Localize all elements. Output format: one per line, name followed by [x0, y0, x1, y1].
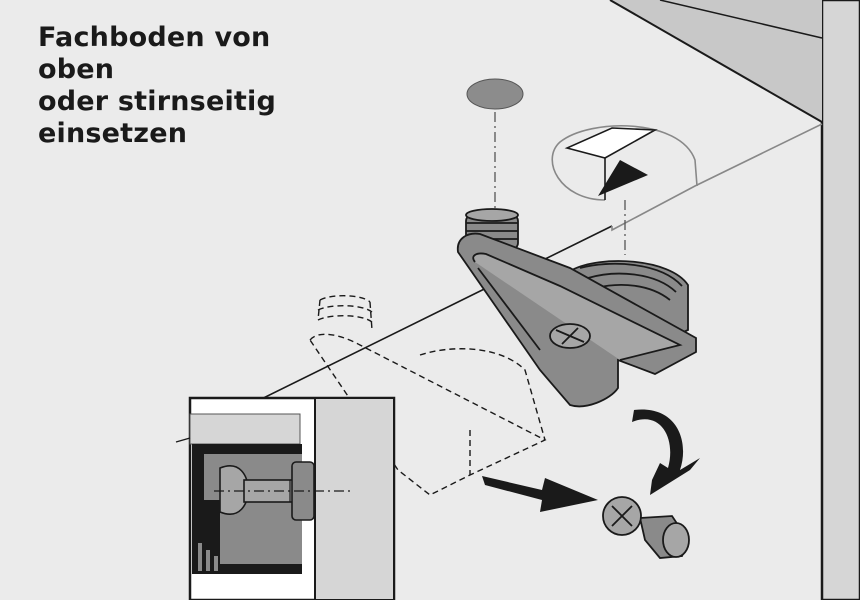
instruction-line-1: Fachboden von [38, 22, 271, 53]
instruction-line-2: oben [38, 54, 115, 85]
arrow-right-icon [482, 476, 598, 512]
cabinet-side-wall [609, 0, 860, 600]
shelf-board-outline [234, 123, 823, 413]
section-detail [175, 396, 396, 600]
connector-ghost-outline [309, 295, 547, 496]
shelf-recess [551, 124, 698, 201]
loose-screw [602, 496, 690, 559]
triangle-arrow-icon [598, 160, 648, 196]
drill-hole [466, 78, 626, 255]
instruction-title: Fachboden von oben oder stirnseitig eins… [38, 22, 276, 150]
shelf-connector [456, 208, 697, 408]
instruction-line-3: oder stirnseitig [38, 86, 276, 117]
instruction-line-4: einsetzen [38, 118, 188, 149]
curved-arrow-down-icon [632, 409, 700, 495]
